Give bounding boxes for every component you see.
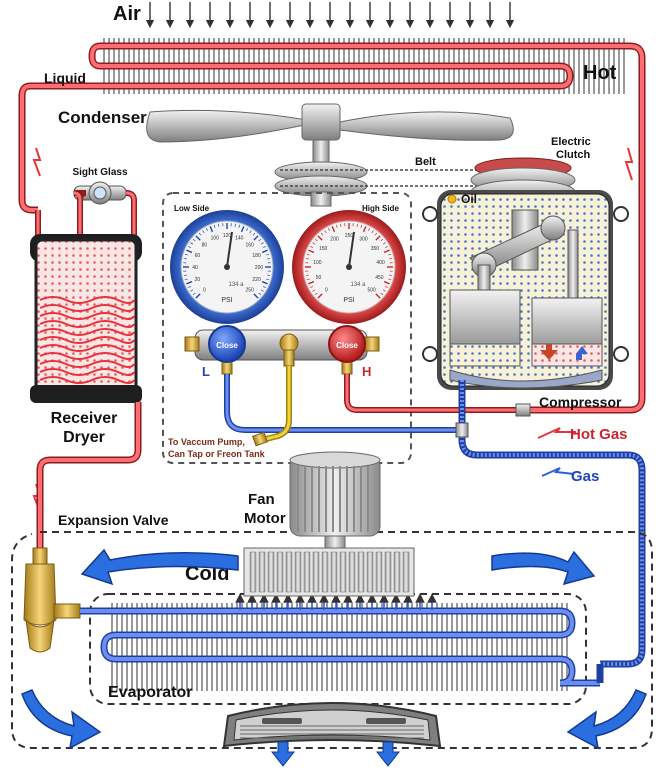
evaporator-fins — [112, 603, 567, 691]
dryer-label: Dryer — [63, 429, 105, 446]
gauge-tick-label: 80 — [202, 242, 208, 248]
high-side-title: High Side — [362, 204, 399, 213]
high-gauge-refrigerant: 134 a — [350, 282, 366, 288]
gauge-tick-label: 400 — [376, 260, 385, 266]
evaporator-label: Evaporator — [108, 684, 192, 701]
low-gauge-refrigerant: 134 a — [228, 282, 244, 288]
blower-wheel — [244, 548, 414, 596]
sight-glass-label: Sight Glass — [72, 167, 127, 178]
fan-motor-label-2: Motor — [244, 510, 286, 527]
gauge-tick-label: 40 — [192, 265, 198, 271]
belt-label: Belt — [415, 156, 436, 168]
expansion-valve — [24, 548, 80, 652]
gauge-tick-label: 120 — [223, 233, 232, 239]
gauge-tick-label: 140 — [235, 235, 244, 241]
vacuum-label-1: To Vaccum Pump, — [168, 437, 245, 447]
gauge-tick-label: 300 — [359, 236, 368, 242]
gauge-tick-label: 0 — [203, 288, 206, 294]
gauge-tick-label: 50 — [316, 275, 322, 281]
gauge-tick-label: 200 — [330, 236, 339, 242]
gauge-tick-label: 100 — [313, 260, 322, 266]
condenser-label: Condenser — [58, 108, 147, 127]
gauge-tick-label: 160 — [245, 242, 254, 248]
dash-vent — [224, 703, 440, 746]
high-side-valve-knob[interactable]: Close — [329, 326, 365, 362]
gauge-tick-label: 150 — [319, 246, 328, 252]
air-flow-arrows — [150, 2, 510, 24]
evaporator-coil — [80, 603, 600, 691]
gauge-tick-label: 180 — [252, 253, 261, 259]
compressor-label: Compressor — [539, 394, 622, 410]
hot-gas-label: Hot Gas — [570, 426, 628, 443]
low-gauge-unit: PSI — [221, 297, 232, 304]
low-side-title: Low Side — [174, 204, 210, 213]
compressor-body — [423, 190, 628, 390]
low-side-valve-knob[interactable]: Close — [209, 326, 245, 362]
gauge-tick-label: 200 — [255, 265, 264, 271]
air-label: Air — [113, 3, 141, 25]
fan-motor-label-1: Fan — [248, 491, 275, 508]
high-gauge-unit: PSI — [343, 297, 354, 304]
oil-label: Oil — [461, 192, 477, 206]
fan-motor — [290, 452, 380, 550]
gauge-tick-label: 450 — [375, 275, 384, 281]
gauge-tick-label: 100 — [211, 235, 220, 241]
hot-flow-mark — [626, 148, 632, 180]
low-valve-close-label: Close — [216, 341, 238, 350]
liquid-label: Liquid — [44, 70, 86, 86]
vacuum-label-2: Can Tap or Freon Tank — [168, 449, 266, 459]
gas-label: Gas — [571, 468, 599, 485]
gauge-tick-label: 250 — [245, 288, 254, 294]
gauge-tick-label: 350 — [371, 246, 380, 252]
expansion-valve-label: Expansion Valve — [58, 512, 169, 528]
gauge-tick-label: 220 — [252, 277, 261, 283]
receiver-dryer — [30, 234, 142, 403]
high-port-label: H — [362, 364, 371, 379]
receiver-label: Receiver — [51, 410, 118, 427]
gauge-tick-label: 500 — [367, 288, 376, 294]
electric-clutch-label-1: Electric — [551, 136, 591, 148]
gauge-tick-label: 20 — [195, 277, 201, 283]
high-valve-close-label: Close — [336, 341, 358, 350]
gauge-tick-label: 0 — [325, 288, 328, 294]
gas-arrow — [542, 468, 574, 476]
gauge-tick-label: 60 — [195, 253, 201, 259]
gauge-tick-label: 250 — [345, 233, 354, 239]
electric-clutch-label-2: Clutch — [556, 149, 591, 161]
hot-label: Hot — [583, 62, 617, 84]
vent-output-arrows — [272, 742, 399, 766]
low-port-label: L — [202, 364, 210, 379]
liquid-flow-mark — [34, 148, 40, 176]
